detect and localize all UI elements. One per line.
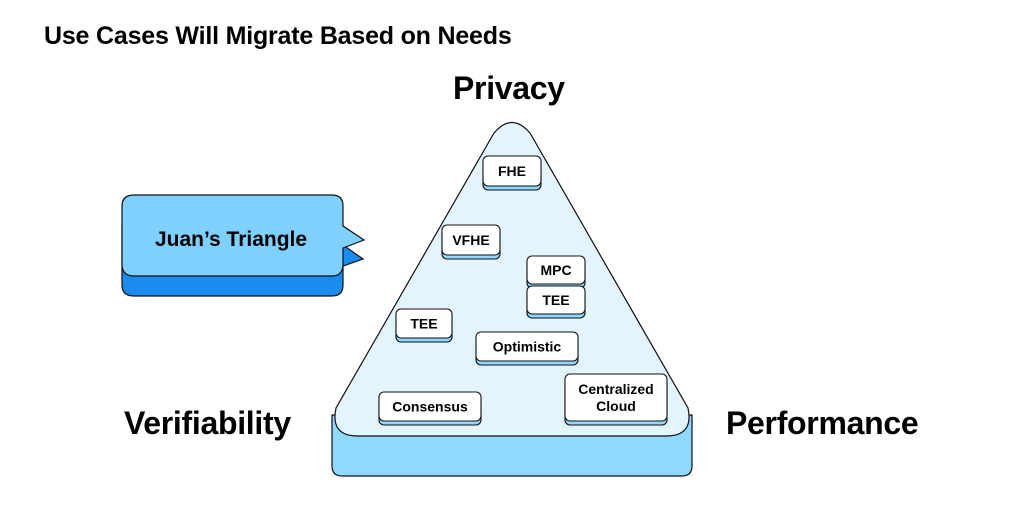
- chip-label: Centralized: [578, 381, 653, 397]
- page-title: Use Cases Will Migrate Based on Needs: [44, 22, 512, 50]
- vertex-label-verifiability: Verifiability: [124, 405, 291, 441]
- callout-bubble: Juan’s Triangle: [121, 194, 366, 297]
- callout-face: [121, 194, 366, 277]
- callout-label: Juan’s Triangle: [155, 228, 307, 251]
- chip-fhe: FHE: [482, 155, 542, 191]
- chip-face: [482, 155, 542, 187]
- chip-mpc: MPC: [526, 255, 586, 289]
- chip-face: [378, 391, 482, 422]
- chip-face: [526, 285, 586, 315]
- chip-label: TEE: [542, 292, 569, 308]
- chip-optimistic: Optimistic: [475, 331, 579, 366]
- chip-label: TEE: [410, 316, 437, 332]
- chip-consensus: Consensus: [378, 391, 482, 426]
- chip-face: [441, 224, 501, 256]
- triangle-face: [334, 121, 690, 437]
- chip-label: Cloud: [596, 398, 636, 414]
- chip-tee-left: TEE: [395, 308, 453, 343]
- chip-face: [475, 331, 579, 362]
- chip-label: VFHE: [452, 232, 489, 248]
- chip-face: [526, 255, 586, 285]
- vertex-label-performance: Performance: [726, 405, 919, 441]
- chip-label: Optimistic: [493, 339, 562, 355]
- chip-label: Consensus: [392, 399, 468, 415]
- chip-label: FHE: [498, 163, 526, 179]
- chip-vfhe: VFHE: [441, 224, 501, 260]
- vertex-label-privacy: Privacy: [453, 70, 565, 106]
- chip-face: [564, 373, 668, 422]
- chip-tee-right: TEE: [526, 285, 586, 319]
- chip-face: [395, 308, 453, 339]
- chip-label: MPC: [540, 262, 571, 278]
